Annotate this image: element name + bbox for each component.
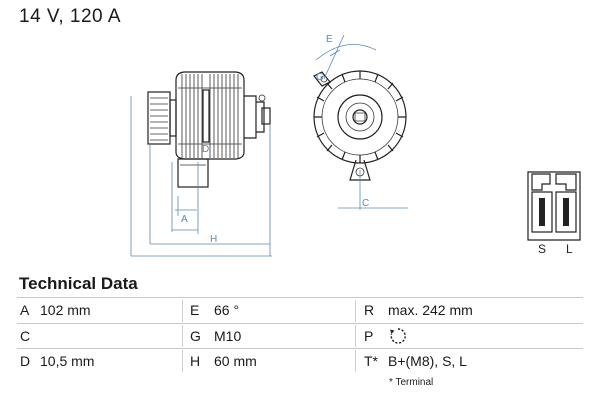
divider (17, 323, 583, 324)
housing (175, 71, 271, 160)
pulley (147, 91, 177, 145)
dim-letter-c: C (362, 198, 369, 209)
mounting-foot (177, 158, 209, 188)
product-title: 14 V, 120 A (19, 6, 122, 27)
param-value: B+(M8), S, L (388, 353, 467, 369)
front-view: E G C (313, 34, 408, 210)
column-divider (182, 325, 183, 347)
rotation-direction-icon (390, 328, 406, 344)
alternator-drawing: .ln { stroke: #222; stroke-width: 1.2; f… (130, 34, 581, 257)
column-divider (355, 325, 356, 347)
dim-letter-a: A (181, 214, 188, 225)
param-key: H (190, 353, 201, 369)
param-key: E (190, 302, 200, 318)
divider (17, 348, 583, 349)
terminal-s-pin (539, 198, 545, 226)
terminal-l-pin (563, 198, 569, 226)
param-key: A (20, 302, 30, 318)
param-value: 102 mm (40, 302, 91, 318)
param-value: max. 242 mm (388, 302, 473, 318)
param-value: 10,5 mm (40, 353, 95, 369)
dim-letter-e: E (326, 34, 333, 45)
fan-blades (314, 71, 406, 163)
column-divider (182, 350, 183, 372)
param-value: M10 (214, 328, 242, 344)
divider (17, 297, 583, 298)
dim-letter-g: G (316, 72, 324, 83)
column-divider (355, 350, 356, 372)
param-key: C (20, 328, 31, 344)
terminal-s-label: S (538, 242, 547, 256)
technical-data-title: Technical Data (19, 274, 138, 293)
param-key: D (20, 353, 31, 369)
param-value: 66 ° (214, 302, 240, 318)
param-key: G (190, 328, 201, 344)
column-divider (182, 300, 183, 322)
dim-letter-d: D (202, 144, 209, 155)
side-view: A H D (130, 71, 272, 257)
terminal-l-label: L (566, 242, 573, 256)
dim-letter-h: H (210, 234, 217, 245)
param-key: P (364, 328, 374, 344)
connector-diagram (527, 171, 581, 241)
param-key: R (364, 302, 375, 318)
side-dimensions: A H D (130, 96, 272, 257)
column-divider (355, 300, 356, 322)
param-key: T* (364, 353, 378, 369)
param-value: 60 mm (214, 353, 257, 369)
terminal-footnote: * Terminal (389, 377, 434, 388)
